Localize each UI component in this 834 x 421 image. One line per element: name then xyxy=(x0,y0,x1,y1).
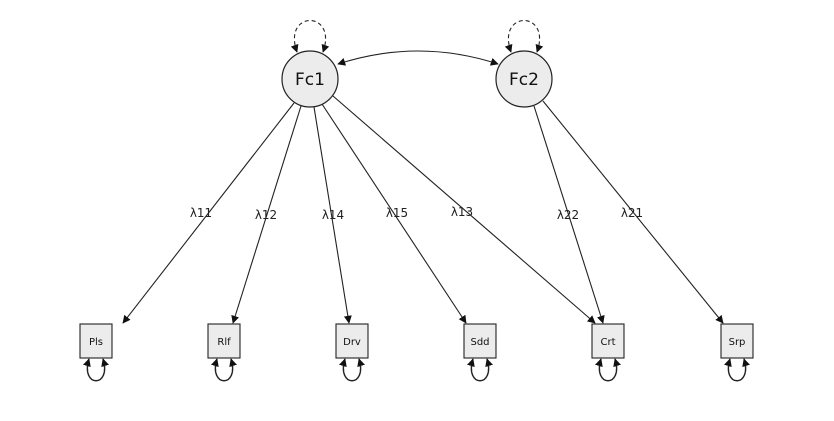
observed-label-srp: Srp xyxy=(729,337,746,348)
observed-label-pls: Pls xyxy=(89,337,103,348)
observed-label-drv: Drv xyxy=(343,337,361,348)
latent-label-fc1: Fc1 xyxy=(295,70,325,90)
residual-loop-pls xyxy=(83,358,109,382)
loading-label-fc2-srp: λ21 xyxy=(621,206,643,220)
variance-loop-fc2 xyxy=(504,20,544,53)
latent-node-fc1: Fc1 xyxy=(281,50,339,108)
observed-label-rlf: Rlf xyxy=(217,337,231,348)
covariance-fc1-fc2 xyxy=(337,50,499,66)
residual-loop-sdd xyxy=(467,358,493,382)
observed-label-crt: Crt xyxy=(600,337,615,348)
observed-node-srp: Srp xyxy=(720,323,754,359)
observed-node-crt: Crt xyxy=(591,323,625,359)
loading-path-fc2-srp xyxy=(542,100,724,324)
variance-loop-fc1 xyxy=(290,20,330,53)
latent-label-fc2: Fc2 xyxy=(509,70,539,90)
loading-label-fc1-drv: λ14 xyxy=(322,208,344,222)
loading-label-fc1-sdd: λ15 xyxy=(386,206,408,220)
residual-loop-srp xyxy=(724,358,750,382)
loading-label-fc1-pls: λ11 xyxy=(190,206,212,220)
loading-path-fc1-crt xyxy=(332,95,596,324)
latent-node-fc2: Fc2 xyxy=(495,50,553,108)
observed-node-drv: Drv xyxy=(335,323,369,359)
residual-loop-rlf xyxy=(211,358,237,382)
observed-node-pls: Pls xyxy=(79,323,113,359)
loading-path-fc2-crt xyxy=(533,105,605,324)
loading-path-fc1-rlf xyxy=(231,105,302,324)
observed-node-rlf: Rlf xyxy=(207,323,241,359)
loading-label-fc1-crt: λ13 xyxy=(451,205,473,219)
loading-path-fc1-pls xyxy=(122,102,295,324)
residual-loop-crt xyxy=(595,358,621,382)
loading-path-fc1-drv xyxy=(313,106,352,324)
residual-loop-drv xyxy=(339,358,365,382)
observed-label-sdd: Sdd xyxy=(470,337,489,348)
loading-label-fc1-rlf: λ12 xyxy=(255,208,277,222)
observed-node-sdd: Sdd xyxy=(463,323,497,359)
loading-label-fc2-crt: λ22 xyxy=(557,208,579,222)
loading-path-fc1-sdd xyxy=(321,103,467,324)
